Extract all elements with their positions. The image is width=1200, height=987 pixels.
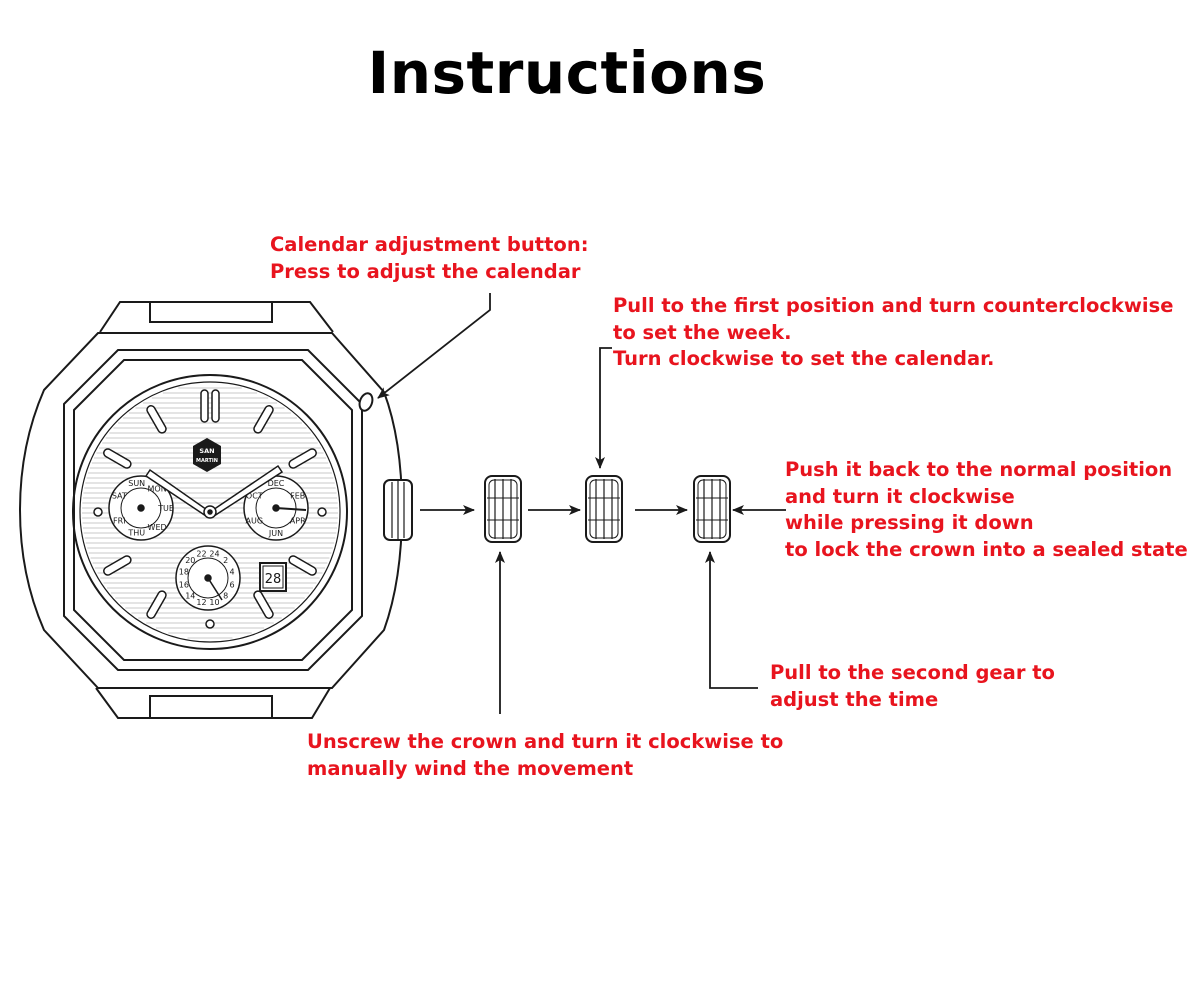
dial-label: FRI bbox=[113, 516, 126, 525]
subdial-24h bbox=[175, 545, 241, 611]
crown-icon bbox=[693, 475, 731, 543]
dial-label: AUG bbox=[246, 516, 264, 525]
dial-label: TUE bbox=[157, 504, 174, 513]
hour-marker bbox=[103, 555, 132, 576]
dial-label: THU bbox=[127, 528, 145, 537]
subdial-week bbox=[108, 475, 174, 541]
dial-label: 6 bbox=[230, 580, 235, 589]
note-second-gear: Pull to the second gear to adjust the ti… bbox=[770, 660, 1055, 713]
watch-case bbox=[18, 301, 404, 719]
note-line: Calendar adjustment button: bbox=[270, 233, 589, 256]
brand-logo: SAN MARTIN bbox=[193, 438, 221, 472]
brand-logo-text: SAN bbox=[199, 447, 214, 455]
watch-crown bbox=[383, 479, 413, 541]
arrow-to-calendar-button bbox=[377, 293, 491, 399]
dial-label: OCT bbox=[246, 491, 263, 500]
dial-label: 8 bbox=[223, 592, 228, 601]
note-line: Turn clockwise to set the calendar. bbox=[613, 347, 995, 370]
note-line: to set the week. bbox=[613, 320, 792, 344]
note-line: while pressing it down bbox=[785, 511, 1034, 534]
dial-label: MON bbox=[148, 485, 167, 494]
note-unscrew: Unscrew the crown and turn it clockwise … bbox=[307, 729, 783, 782]
crown-icon bbox=[484, 475, 522, 543]
hour-markers bbox=[93, 389, 327, 629]
arrow-first-position bbox=[595, 347, 612, 469]
note-line: Pull to the second gear to bbox=[770, 661, 1055, 684]
calendar-adjustment-button bbox=[358, 392, 374, 412]
dial-label: 16 bbox=[179, 580, 189, 589]
dial-label: 2 bbox=[223, 556, 228, 565]
note-calendar-button: Calendar adjustment button: Press to adj… bbox=[270, 232, 589, 285]
note-line: Pull to the first position and turn coun… bbox=[613, 294, 1174, 317]
dial-label: 22 bbox=[196, 550, 206, 559]
page-title: Instructions bbox=[367, 39, 767, 107]
note-line: Push it back to the normal position bbox=[785, 458, 1173, 481]
hour-marker bbox=[93, 507, 103, 517]
dial-label: APR bbox=[290, 516, 306, 525]
dial-label: SAT bbox=[112, 491, 127, 500]
dial-label: 18 bbox=[179, 567, 189, 576]
dial-label: WED bbox=[148, 523, 167, 532]
dial-label: DEC bbox=[268, 479, 285, 488]
note-line: Press to adjust the calendar bbox=[270, 259, 581, 283]
hour-marker bbox=[205, 619, 215, 629]
dial-label: 4 bbox=[230, 567, 235, 576]
arrows bbox=[377, 293, 786, 714]
dial-label: 10 bbox=[209, 598, 219, 607]
hour-marker bbox=[253, 590, 274, 619]
dial-label: JUN bbox=[268, 529, 283, 538]
dial-label: 24 bbox=[209, 550, 219, 559]
svg-text:MARTIN: MARTIN bbox=[196, 458, 218, 464]
note-line: manually wind the movement bbox=[307, 756, 634, 780]
date-window: 28 bbox=[259, 562, 287, 592]
note-line: Unscrew the crown and turn it clockwise … bbox=[307, 730, 784, 753]
dial-label: 20 bbox=[185, 556, 195, 565]
dial-label: FEB bbox=[290, 491, 305, 500]
hour-marker bbox=[253, 405, 274, 434]
note-push-back: Push it back to the normal position and … bbox=[785, 457, 1188, 563]
hour-marker bbox=[288, 555, 317, 576]
hour-marker bbox=[317, 507, 327, 517]
note-first-position: Pull to the first position and turn coun… bbox=[613, 293, 1173, 373]
note-line: adjust the time bbox=[770, 687, 939, 711]
hour-marker bbox=[146, 590, 167, 619]
dial-label: SUN bbox=[128, 479, 145, 488]
hour-marker bbox=[146, 405, 167, 434]
dial-label: 14 bbox=[185, 592, 195, 601]
crown-positions bbox=[484, 475, 731, 543]
note-line: to lock the crown into a sealed state bbox=[785, 537, 1188, 561]
note-line: and turn it clockwise bbox=[785, 484, 1015, 508]
arrow-second-gear bbox=[705, 551, 758, 689]
crown-icon bbox=[585, 475, 623, 543]
month-labels: OCT DEC FEB APR JUN AUG bbox=[246, 479, 307, 538]
watch-hands bbox=[144, 464, 284, 519]
dial-label: 12 bbox=[196, 598, 206, 607]
hour-marker bbox=[103, 448, 132, 469]
hour-marker bbox=[200, 389, 220, 423]
hour-marker bbox=[288, 448, 317, 469]
date-window-number: 28 bbox=[265, 572, 282, 587]
